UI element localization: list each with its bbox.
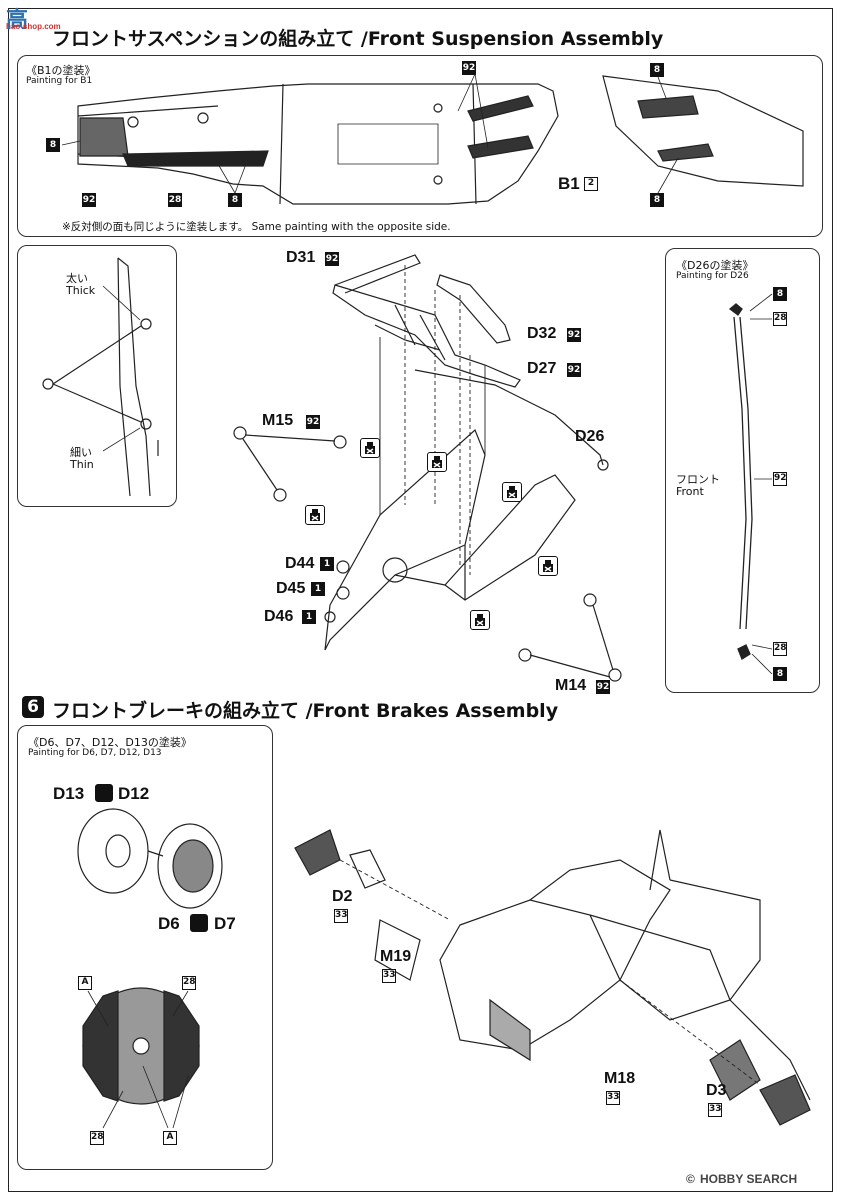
thick-label-jp: 太い [66,272,88,285]
brake-panel-title: 《D6、D7、D12、D13の塗装》 [28,736,192,749]
part-d32-label: D32 [527,325,557,342]
brake-code-28-top: 28 [182,976,196,990]
shop-watermark-url: hao-shop.com [6,22,61,31]
d26-front-jp: フロント [676,473,720,486]
part-m14-label: M14 [555,677,587,694]
part-d27-code: 92 [567,363,581,377]
no-glue-icon [190,914,208,932]
part-d45-label: D45 [276,580,306,597]
brake-code-28-bottom: 28 [90,1131,104,1145]
part-m18-code: 33 [606,1091,620,1105]
no-glue-icon [95,784,113,802]
thick-thin-drawing [42,257,159,497]
part-d31-label: D31 [286,249,316,266]
part-m15-label: M15 [262,412,294,429]
d26-panel-subtitle: Painting for D26 [676,271,749,281]
page-border [8,8,833,1192]
thin-label-en: Thin [70,458,94,471]
step6-title: フロントブレーキの組み立て /Front Brakes Assembly [52,700,559,722]
brake-d6-label: D6 [158,914,180,933]
step6-number: 6 [22,696,44,718]
shop-watermark: 高 [6,7,29,32]
d26-code-28-top: 28 [773,312,787,326]
no-glue-icon [427,452,447,472]
d26-panel-title: 《D26の塗装》 [676,259,754,272]
brake-d12-label: D12 [118,784,150,803]
part-d46-label: D46 [264,608,294,625]
part-d26-label: D26 [575,428,605,445]
b1-side-code-8-bottom: 8 [650,193,664,207]
thin-label-jp: 細い [70,446,92,459]
part-d46-code: 1 [302,610,316,624]
d26-front-en: Front [676,485,704,498]
b1-side-code-8-top: 8 [650,63,664,77]
part-m19-code: 33 [382,969,396,983]
part-d3-code: 33 [708,1103,722,1117]
part-d2-code: 33 [334,909,348,923]
d26-painting-panel: 《D26の塗装》 Painting for D26 フロント Front 8 2… [665,248,820,693]
brake-code-a-top: A [78,976,92,990]
no-glue-icon [470,610,490,630]
no-glue-icon [538,556,558,576]
brake-panel-subtitle: Painting for D6, D7, D12, D13 [28,748,162,758]
b1-code-28: 28 [168,193,182,207]
d26-code-92: 92 [773,472,787,486]
b1-code-92-top: 92 [462,61,476,75]
part-d31-code: 92 [325,252,339,266]
b1-panel-subtitle: Painting for B1 [26,76,93,86]
no-glue-icon [305,505,325,525]
d26-code-8-bottom: 8 [773,667,787,681]
part-d32-code: 92 [567,328,581,342]
part-d2-label: D2 [332,888,353,905]
b1-code-8-bottom: 8 [228,193,242,207]
brake-painting-panel: 《D6、D7、D12、D13の塗装》 Painting for D6, D7, … [17,725,273,1170]
footer-brand: HOBBY SEARCH [700,1172,798,1186]
brake-d7-label: D7 [214,914,236,933]
front-brake-assembly-drawing [294,829,811,1126]
step5-title: フロントサスペンションの組み立て /Front Suspension Assem… [52,28,664,50]
part-m15-code: 92 [306,415,320,429]
part-m19-label: M19 [380,948,412,965]
brake-d13-label: D13 [53,784,85,803]
b1-part-label: B1 [558,174,580,193]
b1-chassis-drawing [61,73,804,205]
d26-code-8-top: 8 [773,287,787,301]
b1-part-code: 2 [584,177,598,191]
part-d44-code: 1 [320,557,334,571]
d26-code-28-bottom: 28 [773,642,787,656]
b1-code-92-bottom: 92 [82,193,96,207]
no-glue-icon [360,438,380,458]
no-glue-icon [502,482,522,502]
part-d3-label: D3 [706,1082,727,1099]
part-d45-code: 1 [311,582,325,596]
footer-copyright: © [686,1172,695,1186]
thick-label-en: Thick [66,284,96,297]
brake-code-a-bottom: A [163,1131,177,1145]
b1-opposite-side-note: ※反対側の面も同じように塗装します。 Same painting with th… [62,221,451,233]
b1-panel-title: 《B1の塗装》 [26,64,96,77]
part-d27-label: D27 [527,360,557,377]
front-suspension-assembly-drawing [233,254,622,682]
b1-painting-panel: 《B1の塗装》 Painting for B1 ※反対側の面も同じように塗装しま… [17,55,823,237]
part-d44-label: D44 [285,555,315,572]
thick-thin-panel: 太い Thick 細い Thin [17,245,177,507]
part-m14-code: 92 [596,680,610,694]
part-m18-label: M18 [604,1070,636,1087]
brake-disc-drawing [77,808,223,1129]
d26-rod-drawing [728,293,773,675]
b1-code-8-left: 8 [46,138,60,152]
